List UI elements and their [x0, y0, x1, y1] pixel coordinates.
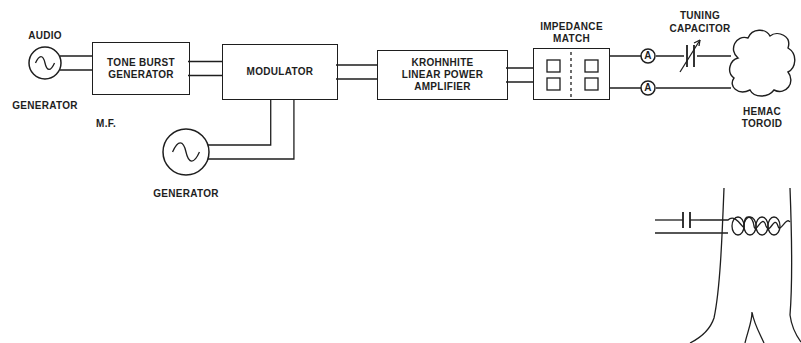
feed-wire: [655, 219, 683, 220]
toroid-cloud: HEMAC TOROID: [728, 28, 796, 98]
wire-connector: [506, 68, 533, 82]
generator-symbol: M.F.GENERATOR: [162, 128, 210, 176]
tree-root: [745, 312, 764, 343]
part-label: TUNING CAPACITOR: [664, 10, 736, 35]
feed-wire: [655, 232, 728, 233]
node-label: GENERATOR: [153, 188, 219, 200]
node-label: A: [640, 50, 656, 62]
wire-connector: [208, 100, 294, 159]
tree-trunk: [690, 188, 724, 343]
node-label: IMPEDANCE MATCH: [540, 21, 604, 45]
transformer-winding: [585, 78, 598, 90]
wire-connector: [336, 65, 377, 79]
generator-symbol: AUDIOGENERATOR: [28, 46, 62, 80]
shape-outline: [728, 28, 796, 98]
arrow-head: [694, 40, 700, 46]
circle-outline: [641, 49, 655, 63]
node-label: HEMAC TOROID: [732, 106, 792, 130]
circle-outline: [29, 47, 61, 79]
process-box: MODULATOR: [222, 44, 338, 100]
ammeter-symbol: A: [640, 80, 656, 96]
circle-outline: [641, 81, 655, 95]
node-label: AUDIO: [28, 30, 62, 42]
cloud-outline: [730, 30, 795, 96]
tree-trunk: [790, 188, 801, 342]
process-box: TONE BURST GENERATOR: [92, 42, 190, 95]
circle-outline: [163, 129, 209, 175]
feed-wire: [690, 219, 700, 220]
capacitor-plate: [682, 212, 684, 228]
coil-loop: [744, 217, 756, 235]
capacitor-plate: [686, 45, 688, 67]
divider-line: [570, 52, 571, 97]
coil-loop: [768, 217, 780, 235]
transformer-winding: [547, 78, 560, 90]
coil-loop: [756, 217, 768, 235]
process-box: IMPEDANCE MATCH: [533, 48, 610, 100]
node-label: A: [640, 82, 656, 94]
wire-connector: [610, 55, 643, 56]
sine-wave: [173, 143, 200, 161]
ammeter-symbol: A: [640, 48, 656, 64]
wire-connector: [60, 56, 92, 70]
node-label: GENERATOR: [12, 100, 78, 112]
transformer-winding: [585, 60, 598, 72]
capacitor-plate: [689, 212, 691, 228]
shape-outline: [28, 46, 62, 80]
coil-loop: [732, 217, 744, 235]
box-label: KROHNHITE LINEAR POWER AMPLIFIER: [393, 57, 493, 93]
node-label: M.F.: [96, 118, 116, 130]
wire-connector: [656, 87, 731, 88]
shape-outline: [162, 128, 210, 176]
box-label: TONE BURST GENERATOR: [101, 57, 181, 81]
process-box: KROHNHITE LINEAR POWER AMPLIFIER: [377, 50, 508, 100]
wire-connector: [610, 87, 643, 88]
wire-connector: [188, 62, 222, 76]
tuning-arrow: [680, 40, 700, 72]
transformer-winding: [547, 60, 560, 72]
sine-wave: [35, 57, 54, 70]
box-label: MODULATOR: [247, 66, 314, 78]
